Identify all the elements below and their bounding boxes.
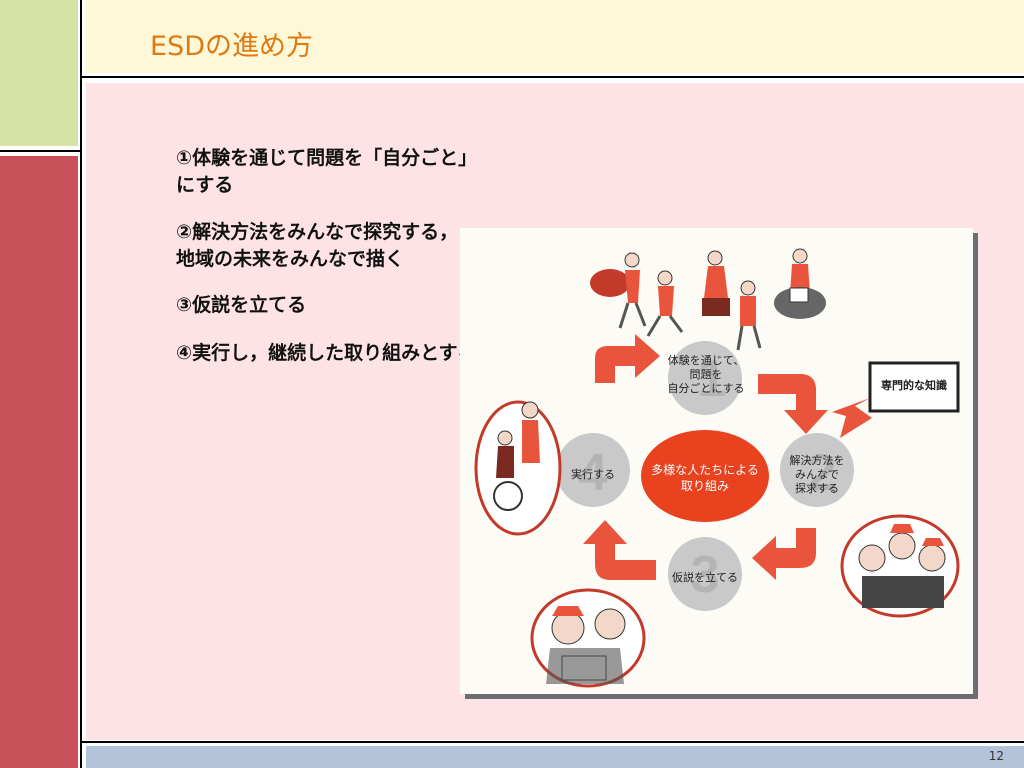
step-1-label: 体験を通じて、 問題を 自分ごとにする [656, 354, 756, 396]
step-2-number: 2 [808, 444, 837, 502]
bullet-4-line1: ④実行し，継続した取り組みとする [176, 342, 477, 364]
people-illustration-top [590, 248, 826, 351]
step-1-circle [668, 341, 742, 415]
expert-arrow [832, 398, 872, 438]
step-circles [556, 341, 854, 611]
page-number: 12 [988, 749, 1004, 763]
bullet-1: ①体験を通じて問題を「自分ごと」 にする [176, 145, 477, 199]
step-numbers: 1 2 3 4 [579, 350, 837, 604]
center-ellipse [641, 430, 769, 522]
left-red-block [0, 156, 78, 768]
step-4-label-line1: 実行する [571, 468, 615, 481]
bullet-2-line1: ②解決方法をみんなで探究する， [176, 221, 459, 243]
step-2-label-line2: みんなで [795, 468, 839, 481]
step-2-label-line1: 解決方法を [789, 454, 845, 467]
footer-band [86, 746, 1024, 768]
left-divider [80, 0, 82, 768]
bullet-1-line2: にする [176, 174, 234, 196]
step-3-label: 仮説を立てる [655, 571, 755, 585]
cycle-illustration: 1 2 3 4 [474, 248, 960, 688]
bullet-3: ③仮説を立てる [176, 292, 306, 319]
slide-title: ESDの進め方 [150, 31, 313, 62]
left-bar-divider [0, 150, 82, 152]
center-label-line1: 多様な人たちによる [651, 463, 759, 477]
bullet-2: ②解決方法をみんなで探究する， 地域の未来をみんなで描く [176, 219, 458, 273]
arrow-2-to-3 [752, 528, 816, 580]
cycle-arrows [583, 334, 872, 580]
step-4-circle [556, 433, 630, 507]
step-1-label-line2: 問題を [689, 368, 723, 381]
bullet-2-line2: 地域の未来をみんなで描く [176, 248, 405, 270]
wheelchair-illustration [474, 400, 562, 536]
discussion-illustration [840, 514, 960, 618]
center-label-line2: 取り組み [680, 479, 729, 493]
bullet-4: ④実行し，継続した取り組みとする [176, 340, 477, 367]
step-3-number: 3 [691, 546, 720, 604]
arrow-4-to-1 [595, 334, 660, 383]
step-1-label-line1: 体験を通じて、 [667, 354, 745, 367]
arrow-1-to-2 [758, 374, 828, 434]
arrow-3-to-4 [583, 520, 656, 580]
step-2-circle [780, 433, 854, 507]
bullet-1-line1: ①体験を通じて問題を「自分ごと」 [176, 147, 478, 169]
bullet-3-line1: ③仮説を立てる [176, 294, 307, 316]
center-label: 多様な人たちによる 取り組み [641, 462, 769, 494]
step-4-label: 実行する [558, 468, 628, 482]
footer-divider [82, 741, 1024, 743]
step-2-label: 解決方法を みんなで 探求する [772, 454, 862, 496]
step-1-label-line3: 自分ごとにする [667, 382, 745, 395]
expert-box-label: 専門的な知識 [881, 379, 947, 392]
step-3-circle [668, 537, 742, 611]
title-divider [82, 76, 1024, 78]
left-green-block [0, 0, 78, 146]
reading-illustration [530, 588, 646, 688]
step-1-number: 1 [698, 350, 727, 408]
step-4-number: 4 [579, 444, 608, 502]
step-2-label-line3: 探求する [795, 482, 839, 495]
step-3-label-line1: 仮説を立てる [672, 571, 738, 584]
title-band [86, 0, 1024, 73]
expert-box [868, 361, 960, 413]
esd-cycle-diagram: 1 2 3 4 [460, 228, 973, 694]
